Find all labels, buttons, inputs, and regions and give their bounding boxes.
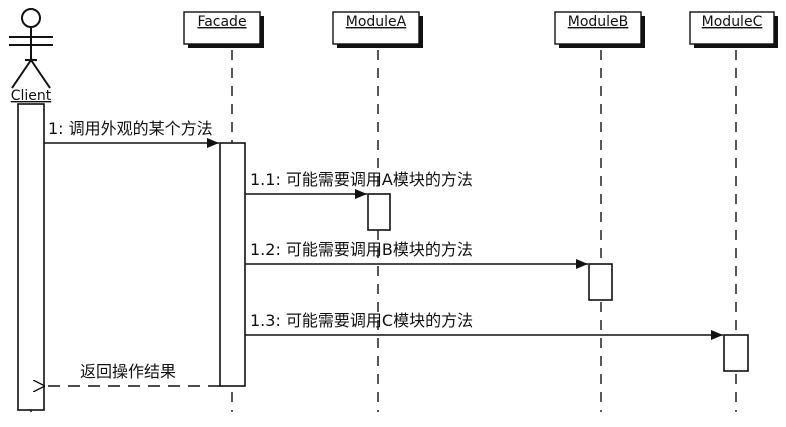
module-a-name: ModuleA	[346, 14, 407, 30]
lifeline-module-c: ModuleC	[689, 11, 778, 412]
message-1: 1: 调用外观的某个方法	[44, 119, 219, 148]
module-c-head	[689, 11, 775, 45]
facade-head	[183, 11, 261, 45]
lifeline-module-b: ModuleB	[554, 11, 645, 412]
client-lifeline	[17, 103, 45, 412]
lifeline-module-a: ModuleA	[332, 11, 423, 412]
module-a-activation	[367, 193, 391, 231]
message-1-3-label: 1.3: 可能需要调用C模块的方法	[250, 311, 473, 330]
lifeline-facade: Facade	[183, 11, 264, 412]
module-b-activation	[588, 263, 613, 301]
facade-name: Facade	[197, 14, 246, 30]
module-c-activation	[723, 334, 749, 372]
stick-figure-icon	[9, 8, 53, 89]
module-a-head	[332, 11, 420, 45]
message-1-2-label: 1.2: 可能需要调用B模块的方法	[250, 240, 473, 259]
actor-client: Client	[9, 8, 53, 104]
message-1-3: 1.3: 可能需要调用C模块的方法	[245, 311, 723, 340]
message-1-label: 1: 调用外观的某个方法	[48, 119, 213, 138]
actor-client-name: Client	[11, 88, 52, 104]
module-c-name: ModuleC	[702, 14, 763, 30]
message-1-1: 1.1: 可能需要调用A模块的方法	[245, 170, 473, 199]
module-b-head	[554, 11, 642, 45]
client-activation	[17, 103, 45, 411]
module-b-name: ModuleB	[568, 14, 629, 30]
message-1-1-label: 1.1: 可能需要调用A模块的方法	[250, 170, 473, 189]
return-message-label: 返回操作结果	[80, 362, 176, 381]
message-1-2: 1.2: 可能需要调用B模块的方法	[245, 240, 588, 269]
return-message: 返回操作结果	[45, 362, 220, 386]
facade-activation	[219, 142, 246, 387]
